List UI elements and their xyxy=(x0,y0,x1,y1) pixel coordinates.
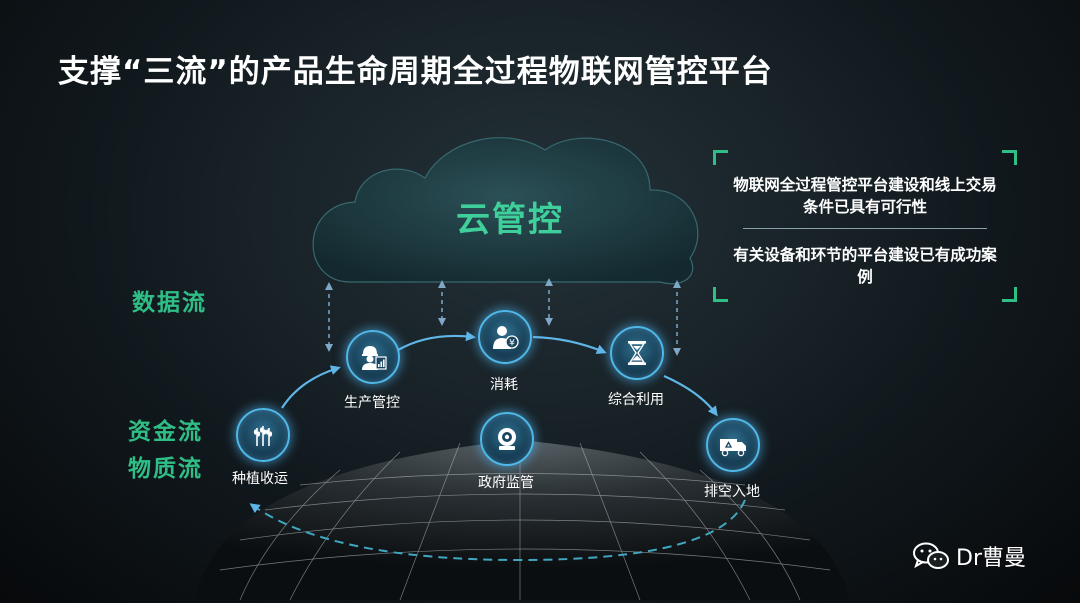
info-text-cases: 有关设备和环节的平台建设已有成功案例 xyxy=(733,246,997,286)
info-box-corner xyxy=(713,287,728,302)
person-money-icon: ¥ xyxy=(493,326,519,349)
node-planting xyxy=(236,408,290,462)
material-flow-label: 物质流 xyxy=(128,456,203,482)
data-flow-label: 数据流 xyxy=(132,290,207,316)
data-flow-arrows xyxy=(325,278,681,356)
globe xyxy=(195,440,850,601)
return-arc xyxy=(249,499,746,562)
wechat-icon xyxy=(913,542,949,569)
worker-chart-icon xyxy=(362,346,387,370)
info-box: 物联网全过程管控平台建设和线上交易条件已具有可行性 有关设备和环节的平台建设已有… xyxy=(713,150,1017,302)
node-utilization xyxy=(610,326,664,380)
node-government xyxy=(480,412,534,466)
capital-flow-label: 资金流 xyxy=(128,419,203,445)
wheat-icon xyxy=(253,426,273,446)
node-consumption: ¥ xyxy=(478,310,532,364)
surveillance-icon xyxy=(498,428,516,450)
info-text-feasibility: 物联网全过程管控平台建设和线上交易条件已具有可行性 xyxy=(733,176,997,216)
info-divider xyxy=(743,228,987,229)
watermark: Dr曹曼 xyxy=(912,540,1026,572)
node-label-consumption: 消耗 xyxy=(490,377,518,393)
node-production xyxy=(346,330,400,384)
process-arrows xyxy=(281,331,718,417)
node-label-utilization: 综合利用 xyxy=(608,392,664,408)
cloud-label: 云管控 xyxy=(456,200,564,240)
info-box-corner xyxy=(713,150,728,165)
hourglass-icon xyxy=(628,341,646,365)
svg-text:¥: ¥ xyxy=(509,339,515,349)
slide-title: 支撑“三流”的产品生命周期全过程物联网管控平台 xyxy=(58,54,773,90)
cloud xyxy=(312,137,699,285)
recycle-truck-icon xyxy=(720,439,746,457)
node-label-production: 生产管控 xyxy=(344,395,400,411)
node-discharge xyxy=(706,418,760,472)
info-box-corner xyxy=(1002,150,1017,165)
node-label-discharge: 排空入地 xyxy=(704,484,760,500)
watermark-text: Dr曹曼 xyxy=(956,546,1026,571)
node-label-government: 政府监管 xyxy=(478,475,534,491)
info-box-corner xyxy=(1002,287,1017,302)
node-label-planting: 种植收运 xyxy=(232,471,288,487)
